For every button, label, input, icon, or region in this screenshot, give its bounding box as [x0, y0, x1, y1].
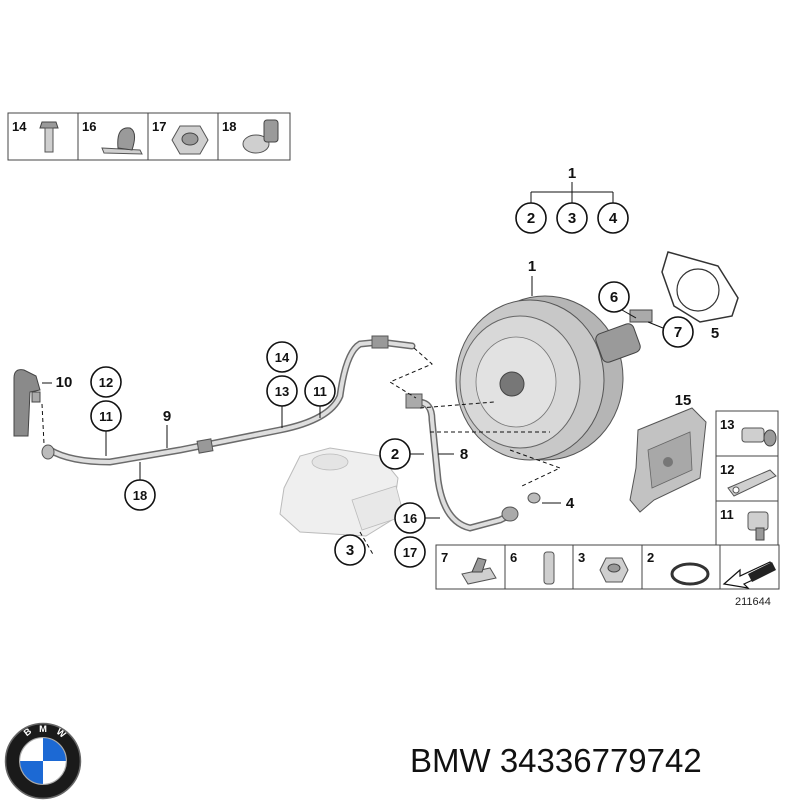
legend-number-7: 7 [441, 550, 448, 565]
callout-11-left: 11 [99, 409, 113, 424]
callout-16: 16 [403, 511, 417, 526]
top-legend-table: 14 16 17 18 [7, 112, 291, 161]
gasket-part [661, 251, 739, 323]
direction-arrow-icon [722, 561, 776, 589]
legend-number-17: 17 [152, 119, 166, 134]
callout-13: 13 [275, 384, 289, 399]
legend-number-3: 3 [578, 550, 585, 565]
callout-15: 15 [675, 392, 692, 409]
brake-booster-part [455, 295, 653, 461]
callout-3-bottom: 3 [346, 542, 354, 559]
callout-2-mid: 2 [391, 446, 399, 463]
callout-2-top: 2 [527, 210, 535, 227]
callout-3-top: 3 [568, 210, 576, 227]
part-number: 34336779742 [499, 742, 702, 779]
callout-6: 6 [610, 289, 618, 306]
callout-18: 18 [133, 488, 147, 503]
legend-number-11: 11 [720, 507, 734, 522]
legend-number-6: 6 [510, 550, 517, 565]
legend-number-12: 12 [720, 462, 734, 477]
hex-nut-icon [171, 125, 209, 155]
bottom-legend-table: 7 6 3 2 [435, 544, 780, 590]
reference-number: 211644 [735, 596, 771, 608]
svg-text:M: M [39, 724, 47, 734]
callout-11-mid: 11 [313, 384, 327, 399]
bracket-clip-icon [101, 127, 143, 155]
callout-12: 12 [99, 375, 113, 390]
callout-1-booster: 1 [528, 258, 536, 275]
callout-7: 7 [674, 324, 682, 341]
mounting-bracket-part [629, 407, 707, 513]
callout-10: 10 [56, 374, 73, 391]
svg-text:B: B [22, 726, 34, 738]
side-legend-table: 13 12 11 [715, 410, 779, 547]
assembly-callout-tree: 1 2 3 4 [515, 165, 629, 234]
check-valve-hose-part [405, 393, 541, 532]
hose-clamp-icon [242, 119, 279, 154]
legend-number-14: 14 [12, 119, 27, 134]
clamp-bracket-icon [741, 427, 777, 447]
part-caption: BMW 34336779742 [410, 742, 702, 780]
nut-icon [599, 557, 629, 583]
bmw-logo-icon: B M W [4, 722, 82, 800]
legend-number-13: 13 [720, 417, 734, 432]
spring-clip-icon [461, 557, 497, 585]
brand-name: BMW [410, 742, 491, 779]
pin-icon [543, 551, 555, 585]
callout-14: 14 [275, 350, 290, 365]
fluid-reservoir-part [279, 447, 405, 537]
callout-4-mid: 4 [566, 495, 575, 512]
callout-17: 17 [403, 545, 417, 560]
legend-number-16: 16 [82, 119, 96, 134]
callout-8: 8 [460, 446, 468, 463]
hose-clip-icon [747, 511, 769, 541]
callout-5: 5 [711, 325, 719, 342]
bolt-icon [39, 121, 59, 153]
callout-9: 9 [163, 408, 171, 425]
strap-clip-icon [727, 469, 777, 497]
callout-4-top: 4 [609, 210, 618, 227]
o-ring-icon [670, 562, 710, 586]
callout-1-top: 1 [568, 165, 576, 182]
elbow-connector-part [13, 369, 41, 437]
vacuum-hose-part [41, 335, 416, 466]
legend-number-2: 2 [647, 550, 654, 565]
legend-number-18: 18 [222, 119, 236, 134]
